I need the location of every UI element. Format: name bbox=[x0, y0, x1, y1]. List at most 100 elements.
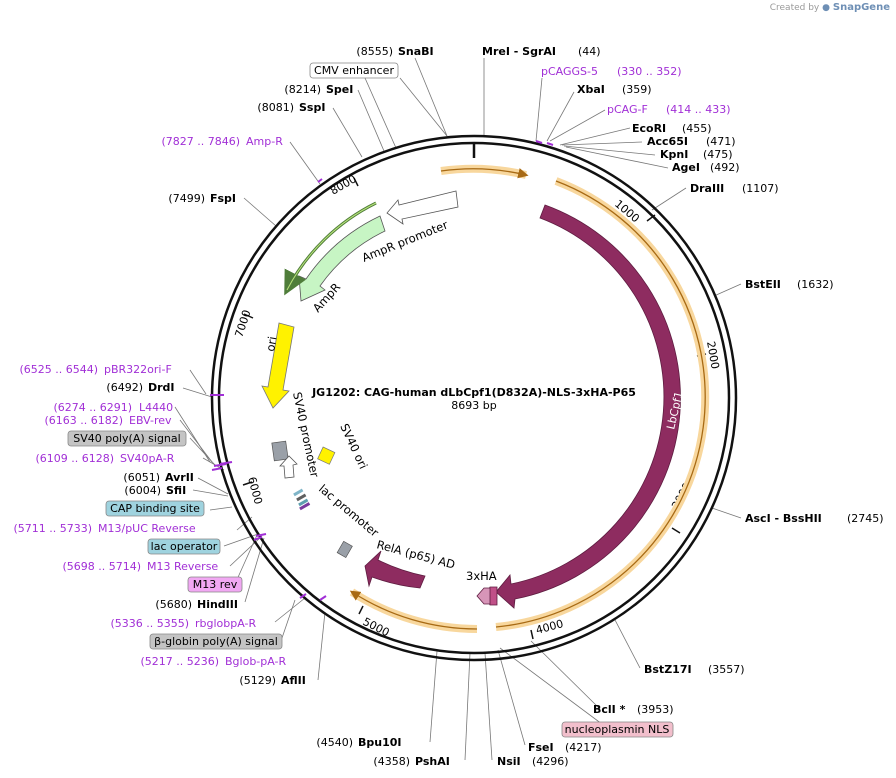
primer-name-m13rev[interactable]: M13 Reverse bbox=[147, 560, 218, 573]
cap-lac-marks bbox=[293, 488, 311, 511]
primer-range-sv40par: (6109 .. 6128) bbox=[35, 452, 114, 465]
primer-name-sv40par[interactable]: SV40pA-R bbox=[120, 452, 175, 465]
primer-name-rbglobpar[interactable]: rbglobpA-R bbox=[195, 617, 256, 630]
cap-binding-box[interactable] bbox=[105, 500, 205, 517]
primer-name-ebvrev[interactable]: EBV-rev bbox=[129, 414, 172, 427]
site-pos-xbai: (359) bbox=[622, 83, 652, 96]
site-pos-acc65i: (471) bbox=[706, 135, 736, 148]
snapgene-branding: Created by ● SnapGene bbox=[770, 2, 890, 13]
rela-arrow[interactable] bbox=[364, 550, 426, 589]
site-name-bcli[interactable]: BclI * bbox=[593, 703, 626, 716]
sv40-polya-label: SV40 poly(A) signal bbox=[73, 432, 180, 445]
primer-range-pcaggs5: (330 .. 352) bbox=[617, 65, 682, 78]
primer-name-pbr322ori[interactable]: pBR322ori-F bbox=[104, 363, 172, 376]
site-name-sspi[interactable]: SspI bbox=[299, 101, 325, 114]
cds-arrow-left bbox=[349, 590, 478, 630]
primer-name-l4440[interactable]: L4440 bbox=[139, 401, 173, 414]
ori-label: ori bbox=[263, 335, 279, 352]
site-pos-agei: (492) bbox=[710, 161, 740, 174]
sv40-ori-feature[interactable] bbox=[317, 446, 336, 465]
site-name-bsteii[interactable]: BstEII bbox=[745, 278, 781, 291]
site-pos-kpni: (475) bbox=[703, 148, 733, 161]
primer-name-bglobpar[interactable]: Bglob-pA-R bbox=[225, 655, 287, 668]
beta-globin-polya-label: β-globin poly(A) signal bbox=[154, 635, 278, 648]
ampr-arrow[interactable] bbox=[298, 215, 386, 302]
primer-range-ebvrev: (6163 .. 6182) bbox=[44, 414, 123, 427]
primer-name-pcaggs5[interactable]: pCAGGS-5 bbox=[541, 65, 598, 78]
primer-name-ampr[interactable]: Amp-R bbox=[246, 135, 283, 148]
sv40-promoter-label: SV40 promoter bbox=[290, 391, 322, 479]
plasmid-name: JG1202: CAG-human dLbCpf1(D832A)-NLS-3xH… bbox=[311, 386, 636, 399]
site-name-avrii[interactable]: AvrII bbox=[165, 471, 194, 484]
site-pos-avrii: (6051) bbox=[123, 471, 160, 484]
site-name-asci-bsshii[interactable]: AscI - BssHII bbox=[745, 512, 822, 525]
site-pos-hindiii: (5680) bbox=[155, 598, 192, 611]
site-pos-bpu10i: (4540) bbox=[316, 736, 353, 749]
lac-promoter-label: lac promoter bbox=[316, 482, 382, 540]
lac-promoter-feature[interactable] bbox=[336, 540, 353, 559]
sv40-polya-feature[interactable] bbox=[271, 440, 289, 462]
site-name-draiii[interactable]: DraIII bbox=[690, 182, 724, 195]
primer-range-l4440: (6274 .. 6291) bbox=[53, 401, 132, 414]
site-name-kpni[interactable]: KpnI bbox=[660, 148, 688, 161]
snapgene-brand-text: SnapGene bbox=[832, 2, 890, 13]
beta-globin-polya-box[interactable] bbox=[149, 633, 283, 650]
primer-range-pbr322ori: (6525 .. 6544) bbox=[19, 363, 98, 376]
lac-operator-box[interactable] bbox=[147, 538, 221, 555]
tick-label-2000: 2000 bbox=[704, 340, 722, 370]
site-pos-bsteii: (1632) bbox=[797, 278, 834, 291]
primer-range-m13puc: (5711 .. 5733) bbox=[13, 522, 92, 535]
site-name-nsii[interactable]: NsiI bbox=[497, 755, 521, 768]
primer-range-pcagf: (414 .. 433) bbox=[666, 103, 731, 116]
site-name-fspi[interactable]: FspI bbox=[210, 192, 236, 205]
site-name-acc65i[interactable]: Acc65I bbox=[647, 135, 688, 148]
site-name-hindiii[interactable]: HindIII bbox=[197, 598, 238, 611]
primer-labels: pCAGGS-5 (330 .. 352) pCAG-F (414 .. 433… bbox=[13, 65, 730, 668]
site-name-drdi[interactable]: DrdI bbox=[148, 381, 175, 394]
site-name-sfii[interactable]: SfiI bbox=[166, 484, 186, 497]
cmv-enhancer-label: CMV enhancer bbox=[314, 64, 394, 77]
cmv-enhancer-box[interactable] bbox=[309, 62, 399, 79]
site-pos-fspi: (7499) bbox=[168, 192, 205, 205]
site-pos-bstz17i: (3557) bbox=[708, 663, 745, 676]
leader-lines bbox=[174, 57, 742, 761]
ampr-strand-highlight bbox=[286, 202, 377, 291]
site-name-bpu10i[interactable]: Bpu10I bbox=[358, 736, 402, 749]
primer-name-m13puc[interactable]: M13/pUC Reverse bbox=[98, 522, 196, 535]
ampr-promoter-arrow[interactable] bbox=[386, 190, 459, 225]
sv40-polya-box[interactable] bbox=[67, 430, 187, 447]
site-name-snabi[interactable]: SnaBI bbox=[398, 45, 434, 58]
primer-range-bglobpar: (5217 .. 5236) bbox=[140, 655, 219, 668]
snapgene-logo-icon: ● bbox=[822, 3, 830, 13]
nucleoplasmin-nls-box[interactable] bbox=[561, 721, 674, 738]
cag-arrow bbox=[440, 168, 529, 179]
primer-name-pcagf[interactable]: pCAG-F bbox=[607, 103, 648, 116]
nucleoplasmin-nls-label: nucleoplasmin NLS bbox=[565, 723, 670, 736]
site-name-spei[interactable]: SpeI bbox=[326, 83, 353, 96]
nls-arrow[interactable] bbox=[476, 587, 491, 605]
site-name-fsei[interactable]: FseI bbox=[528, 741, 554, 754]
ori-arrow[interactable] bbox=[261, 322, 295, 409]
site-name-ecori[interactable]: EcoRI bbox=[632, 122, 666, 135]
primer-marks bbox=[210, 140, 554, 601]
site-name-bstz17i[interactable]: BstZ17I bbox=[644, 663, 692, 676]
site-pos-bcli: (3953) bbox=[637, 703, 674, 716]
plasmid-size: 8693 bp bbox=[451, 399, 496, 412]
site-pos-sfii: (6004) bbox=[124, 484, 161, 497]
sv40-promoter-arrow[interactable] bbox=[279, 455, 298, 479]
primer-range-ampr: (7827 .. 7846) bbox=[161, 135, 240, 148]
restriction-sites: (8555) SnaBI MreI - SgrAI (44) XbaI (359… bbox=[106, 45, 883, 768]
site-name-mrei-sgrai[interactable]: MreI - SgrAI bbox=[482, 45, 556, 58]
lbcpf1-arrow[interactable] bbox=[495, 204, 681, 609]
m13-rev-box[interactable] bbox=[187, 576, 243, 593]
site-pos-drdi: (6492) bbox=[106, 381, 143, 394]
tick-label-6000: 6000 bbox=[245, 475, 265, 505]
site-name-xbai[interactable]: XbaI bbox=[577, 83, 605, 96]
cds-line-right bbox=[495, 180, 706, 628]
site-name-aflii[interactable]: AflII bbox=[281, 674, 306, 687]
primer-range-m13rev: (5698 .. 5714) bbox=[62, 560, 141, 573]
site-pos-mrei-sgrai: (44) bbox=[578, 45, 601, 58]
site-name-agei[interactable]: AgeI bbox=[672, 161, 700, 174]
site-name-pshai[interactable]: PshAI bbox=[415, 755, 450, 768]
